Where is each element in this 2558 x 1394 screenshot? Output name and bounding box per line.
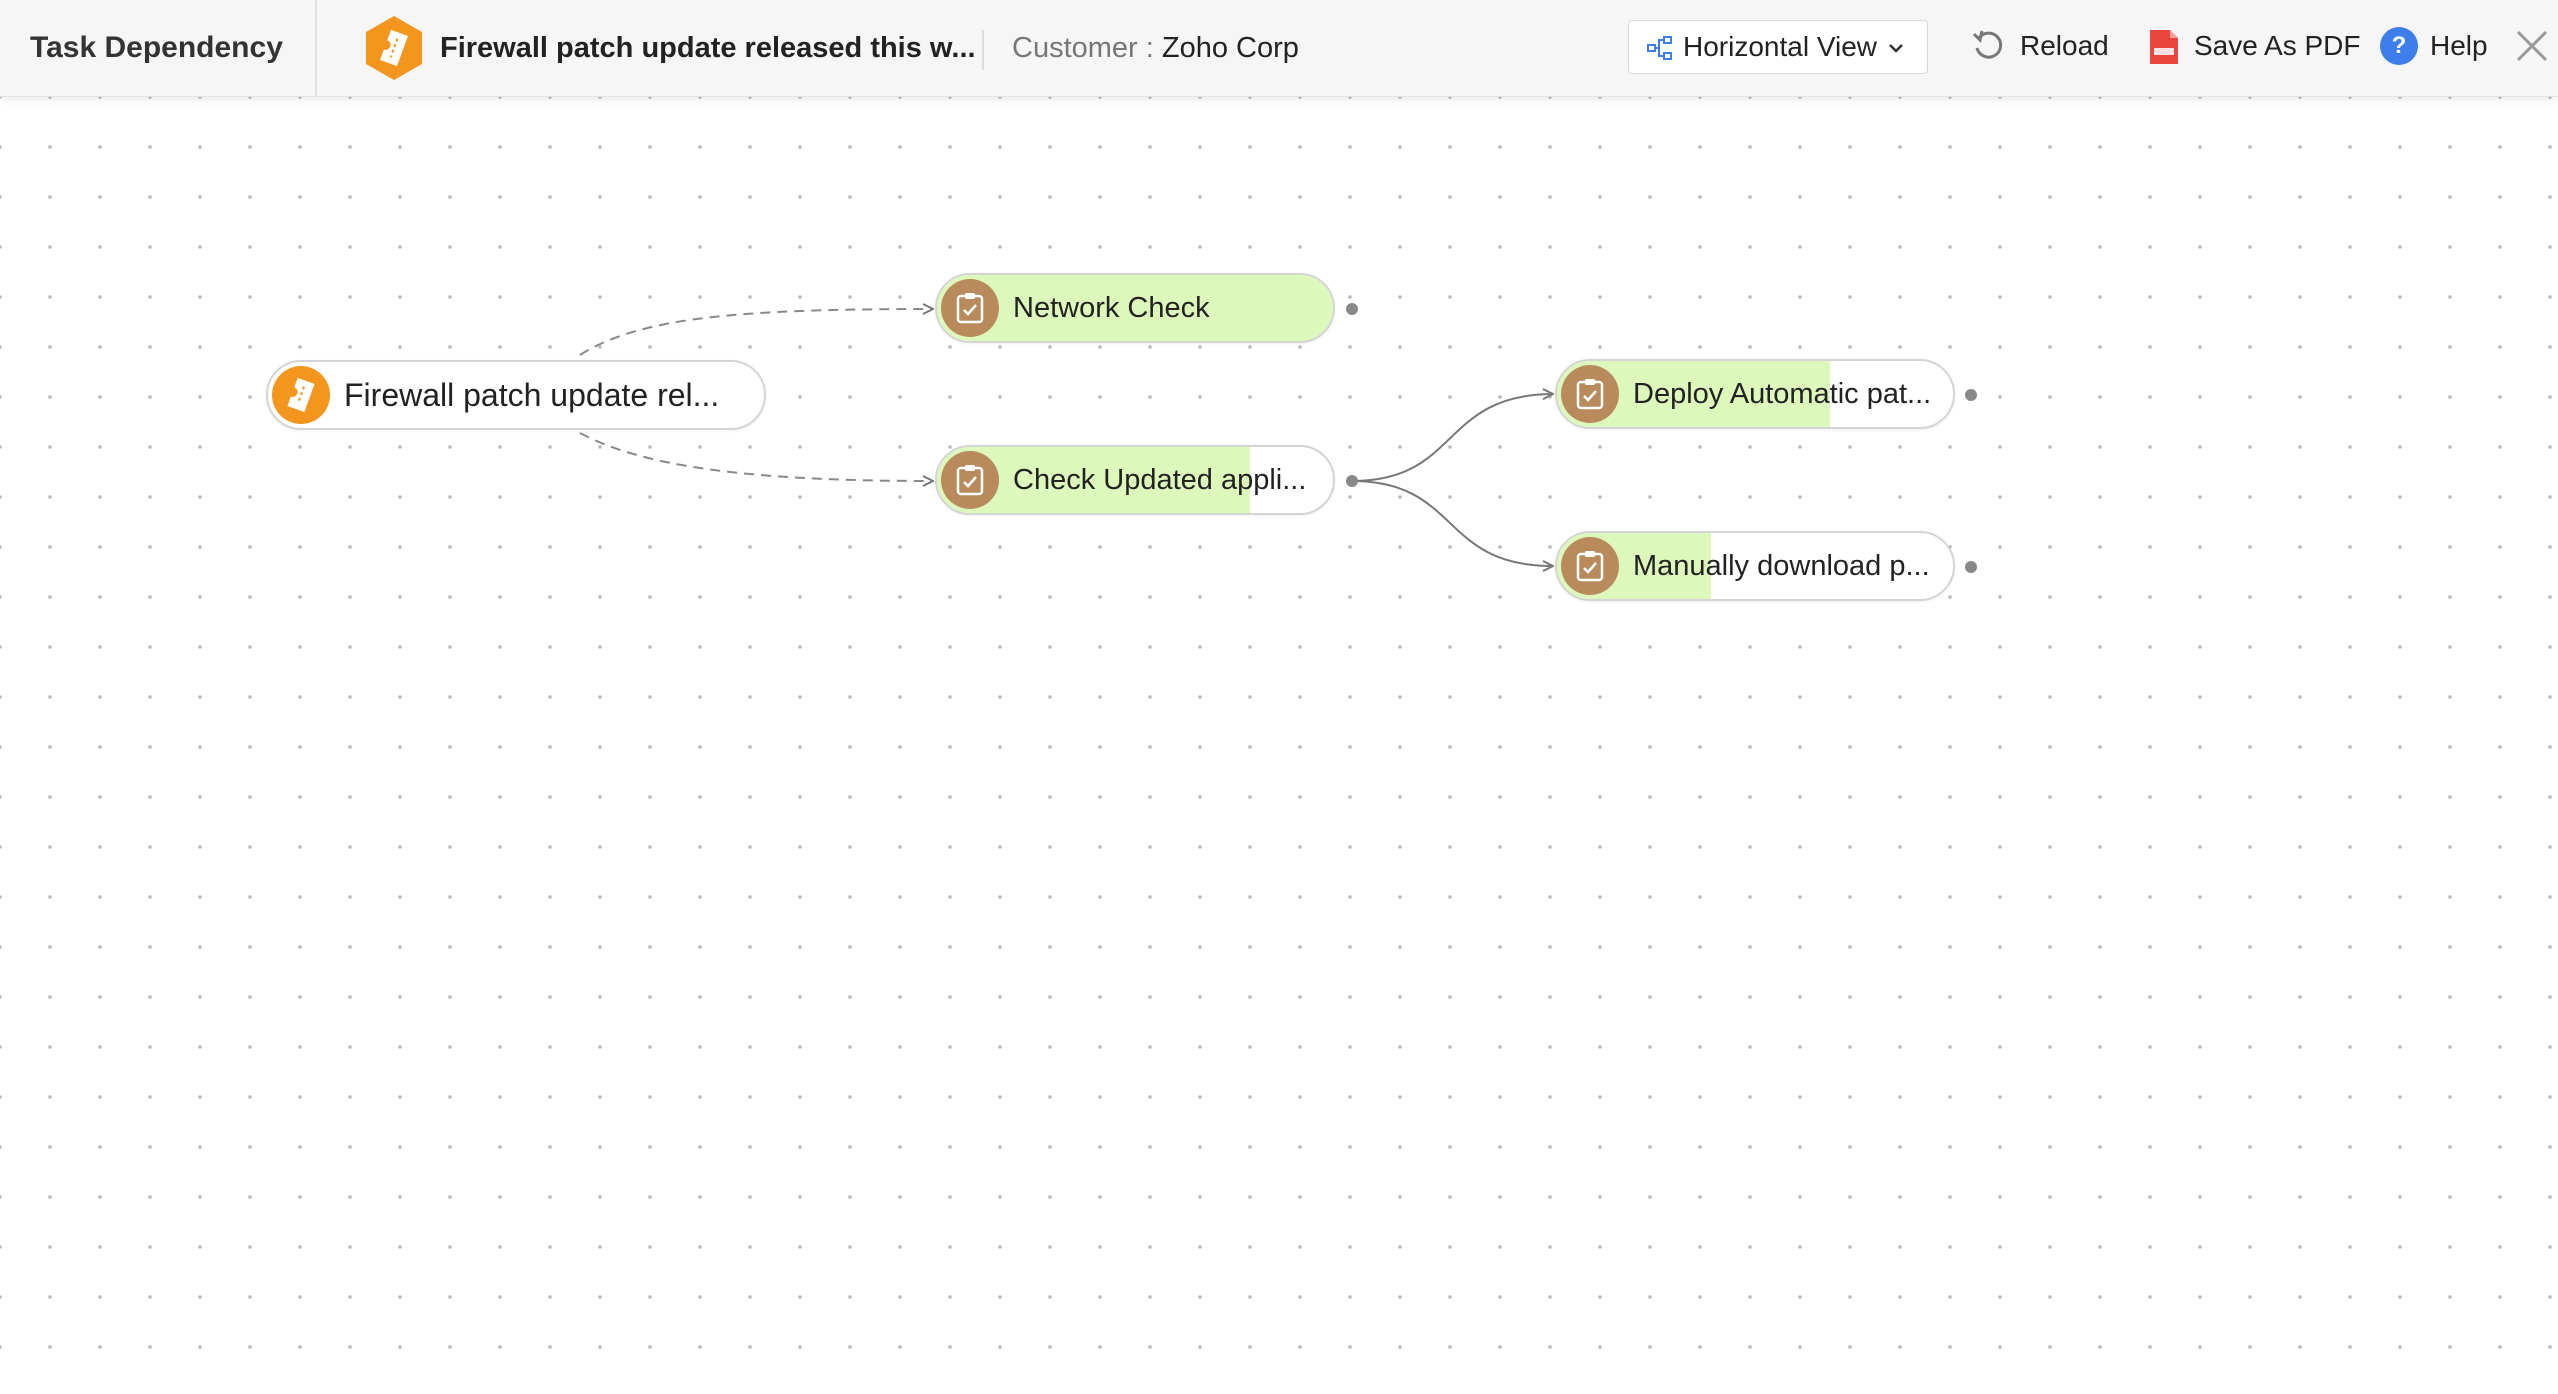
help-button[interactable]: ? Help [2380, 0, 2490, 96]
top-toolbar: Task Dependency Firewall patch update re… [0, 0, 2558, 97]
customer-label: Customer : [1012, 32, 1162, 64]
task-node-label: Network Check [1013, 292, 1210, 324]
header-divider [982, 30, 984, 70]
request-node[interactable]: Firewall patch update rel... [266, 360, 766, 430]
page-title: Task Dependency [30, 31, 283, 64]
task-node[interactable]: Manually download p... [1555, 531, 1955, 601]
edge-check-updated-to-manual [1351, 480, 1552, 566]
task-node-label: Check Updated appli... [1013, 464, 1307, 496]
task-icon [941, 279, 999, 337]
customer-value: Zoho Corp [1161, 32, 1299, 64]
reload-icon [1972, 30, 2003, 59]
header-divider [315, 0, 317, 96]
request-icon [366, 16, 422, 80]
connector-port[interactable] [1346, 303, 1358, 315]
connector-port[interactable] [1346, 475, 1358, 487]
reload-button[interactable]: Reload [1970, 0, 2110, 96]
task-icon [941, 451, 999, 509]
task-icon [1561, 537, 1619, 595]
dependency-canvas[interactable]: Firewall patch update rel... Network Che… [0, 97, 2558, 1394]
request-node-label: Firewall patch update rel... [344, 377, 720, 413]
reload-label: Reload [2020, 30, 2109, 61]
save-as-pdf-label: Save As PDF [2194, 30, 2361, 61]
close-icon[interactable] [2512, 26, 2552, 66]
dependency-edges [579, 97, 2558, 1394]
hierarchy-icon [1647, 36, 1672, 60]
request-icon [272, 366, 330, 424]
task-icon [1561, 365, 1619, 423]
task-node-label: Manually download p... [1633, 550, 1930, 582]
request-subject[interactable]: Firewall patch update released this w... [440, 32, 976, 64]
view-mode-select[interactable]: Horizontal View [1628, 20, 1928, 74]
task-node[interactable]: Network Check [935, 273, 1335, 343]
customer-info: Customer : Zoho Corp [1012, 0, 1299, 96]
chevron-down-icon [1889, 44, 1903, 53]
edge-check-updated-to-deploy [1351, 394, 1552, 482]
view-mode-label: Horizontal View [1683, 31, 1878, 62]
pdf-icon [2150, 30, 2178, 64]
task-node[interactable]: Deploy Automatic pat... [1555, 359, 1955, 429]
help-label: Help [2430, 30, 2488, 61]
connector-port[interactable] [1965, 389, 1977, 401]
help-icon: ? [2380, 27, 2418, 65]
save-as-pdf-button[interactable]: Save As PDF [2148, 0, 2361, 96]
connector-port[interactable] [1965, 561, 1977, 573]
edge-root-to-check-updated [579, 432, 932, 481]
task-node[interactable]: Check Updated appli... [935, 445, 1335, 515]
task-progress-fill [937, 275, 1333, 341]
edge-root-to-network-check [579, 309, 932, 356]
task-node-label: Deploy Automatic pat... [1633, 378, 1932, 410]
